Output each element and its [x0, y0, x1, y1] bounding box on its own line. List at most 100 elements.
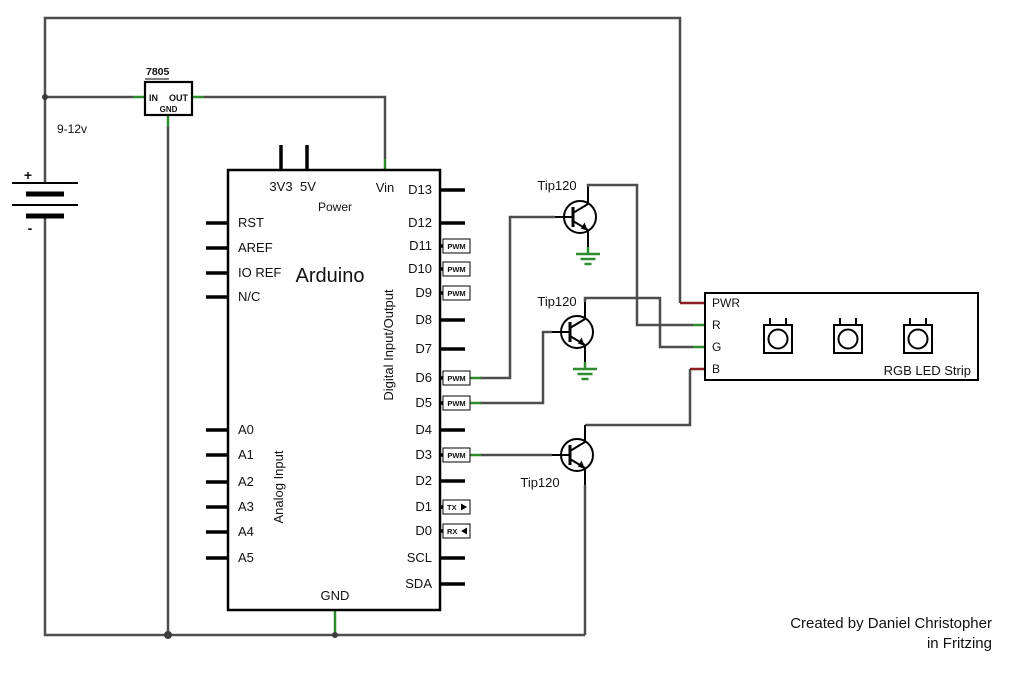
- rx-arrow-icon: [461, 527, 467, 535]
- t1-emitter-arrow-icon: [581, 222, 588, 231]
- svg-text:PWM: PWM: [447, 242, 465, 251]
- pin-rst-label: RST: [238, 215, 264, 230]
- transistor-t3-label: Tip120: [520, 475, 559, 490]
- pin-ioref-label: IO REF: [238, 265, 281, 280]
- battery-voltage-label: 9-12v: [57, 122, 87, 136]
- voltage-regulator-7805: 7805 IN OUT GND: [143, 66, 194, 117]
- transistor-t2: [552, 302, 594, 362]
- svg-text:PWM: PWM: [447, 451, 465, 460]
- svg-text:PWM: PWM: [447, 289, 465, 298]
- wire-power-top-rail: [43, 16, 682, 303]
- credit: Created by Daniel Christopher in Fritzin…: [790, 615, 992, 652]
- pin-aref-label: AREF: [238, 240, 273, 255]
- strip-pwr-label: PWR: [712, 296, 740, 310]
- pin-d10-label: D10: [408, 261, 432, 276]
- svg-text:TX: TX: [447, 503, 457, 512]
- pin-a5-label: A5: [238, 550, 254, 565]
- pin-a4-label: A4: [238, 524, 254, 539]
- wire-ground-bottom-rail: [43, 216, 585, 637]
- pin-d8-label: D8: [415, 312, 432, 327]
- wires-gray: [43, 16, 693, 637]
- wire-b-to-t3-collector: [585, 369, 692, 427]
- regulator-in-label: IN: [149, 93, 158, 103]
- strip-r-label: R: [712, 318, 721, 332]
- arduino-board: 3V3 5V Power Vin Arduino Digital Input/O…: [206, 145, 471, 612]
- svg-text:PWM: PWM: [447, 374, 465, 383]
- rgb-led-strip: PWR R G B RGB LED Strip: [704, 292, 979, 381]
- pin-scl-label: SCL: [407, 550, 432, 565]
- pin-function-badges: PWM PWM PWM PWM PWM PWM TX RX: [442, 238, 471, 539]
- pin-d11-label: D11: [409, 238, 432, 253]
- junction-battery-regulator: [42, 94, 48, 100]
- wire-regulator-to-vin: [204, 95, 387, 159]
- pin-a2-label: A2: [238, 474, 254, 489]
- pin-a1-label: A1: [238, 447, 254, 462]
- pin-d2-label: D2: [415, 473, 432, 488]
- pin-d1-label: D1: [415, 499, 432, 514]
- pin-a3-label: A3: [238, 499, 254, 514]
- led-symbol-3: [903, 318, 933, 354]
- strip-g-label: G: [712, 340, 721, 354]
- t2-emitter-arrow-icon: [578, 337, 585, 346]
- wire-d6-to-t1-base: [480, 215, 555, 380]
- battery: + - 9-12v: [12, 122, 87, 236]
- pin-d9-label: D9: [415, 285, 432, 300]
- junction-gnd-rail: [164, 631, 172, 639]
- arduino-body: [226, 168, 442, 612]
- pin-d4-label: D4: [415, 422, 432, 437]
- arduino-analog-pins: A0 A1 A2 A3 A4 A5: [206, 422, 254, 565]
- wire-t2-collector-to-g: [583, 296, 693, 349]
- pwm-badge-d3: PWM: [442, 447, 471, 463]
- pin-a0-label: A0: [238, 422, 254, 437]
- tx-arrow-icon: [461, 503, 467, 511]
- rx-badge-d0: RX: [442, 523, 471, 539]
- pin-d5-label: D5: [415, 395, 432, 410]
- junction-arduino-gnd: [332, 632, 338, 638]
- strip-b-label: B: [712, 362, 720, 376]
- pin-5v-label: 5V: [300, 179, 316, 194]
- pin-sda-label: SDA: [405, 576, 432, 591]
- battery-minus-sign: -: [28, 220, 33, 236]
- junction-dots: [42, 94, 338, 639]
- analog-section-label: Analog Input: [271, 450, 286, 523]
- svg-text:PWM: PWM: [447, 265, 465, 274]
- pin-d7-label: D7: [415, 341, 432, 356]
- pin-d6-label: D6: [415, 370, 432, 385]
- digital-io-section-label: Digital Input/Output: [381, 289, 396, 401]
- regulator-out-label: OUT: [169, 93, 189, 103]
- pin-nc-label: N/C: [238, 289, 260, 304]
- pwm-badge-d6: PWM: [442, 370, 471, 386]
- transistor-t2-label: Tip120: [537, 294, 576, 309]
- arduino-left-pins: RST AREF IO REF N/C: [206, 215, 281, 304]
- ground-symbol-2: [573, 362, 597, 381]
- pin-d12-label: D12: [408, 215, 432, 230]
- svg-text:RX: RX: [447, 527, 457, 536]
- wire-t1-collector-to-r: [586, 183, 693, 327]
- ground-symbol-1: [576, 247, 600, 266]
- transistor-t1-label: Tip120: [537, 178, 576, 193]
- credit-line-1: Created by Daniel Christopher: [790, 615, 992, 632]
- arduino-title: Arduino: [296, 265, 365, 287]
- power-section-label: Power: [318, 200, 352, 214]
- tx-badge-d1: TX: [442, 499, 471, 515]
- svg-text:PWM: PWM: [447, 399, 465, 408]
- led-symbol-2: [833, 318, 863, 354]
- pwm-badge-d11: PWM: [442, 238, 471, 254]
- pin-d3-label: D3: [415, 447, 432, 462]
- credit-line-2: in Fritzing: [927, 635, 992, 652]
- pwm-badge-d10: PWM: [442, 261, 471, 277]
- regulator-body: [143, 80, 194, 117]
- t3-emitter-arrow-icon: [578, 460, 585, 469]
- wires-green: [133, 95, 705, 635]
- wire-d5-to-t2-base: [480, 330, 552, 405]
- regulator-gnd-label: GND: [160, 105, 178, 114]
- regulator-part-label: 7805: [146, 66, 170, 78]
- transistor-t1: [555, 187, 597, 247]
- led-symbol-1: [763, 318, 793, 354]
- wires-red: [680, 301, 705, 371]
- pin-gnd-label: GND: [321, 588, 350, 603]
- pin-3v3-label: 3V3: [269, 179, 292, 194]
- pwm-badge-d5: PWM: [442, 395, 471, 411]
